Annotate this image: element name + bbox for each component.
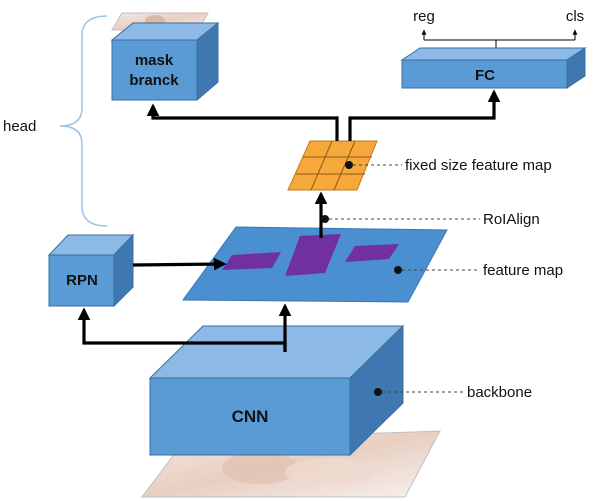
callout-feature-map: feature map [394, 262, 563, 279]
mask-branch-box: mask branck [110, 12, 220, 102]
reg-label: reg [413, 8, 435, 25]
fc-label: FC [475, 67, 495, 84]
fixed-size-feature-map-grid [287, 140, 378, 191]
roi-center [285, 234, 341, 276]
roi-left [222, 252, 281, 270]
cls-label: cls [566, 8, 584, 25]
callout-backbone: backbone [374, 384, 532, 401]
fc-box: FC [400, 47, 587, 89]
mask-branch-label-line1: mask [135, 52, 174, 69]
roi-right [345, 244, 399, 262]
feature-map [182, 226, 448, 303]
roialign-label: RoIAlign [483, 211, 540, 228]
callout-roialign: RoIAlign [321, 211, 540, 228]
cnn-label: CNN [232, 407, 269, 426]
rpn-box: RPN [47, 233, 135, 308]
feature-map-label: feature map [483, 262, 563, 279]
arrow-to-mask-branch [146, 103, 339, 141]
reg-cls-outputs: reg cls [413, 8, 584, 48]
rpn-label: RPN [66, 272, 98, 289]
callout-fixed-size-feature-map: fixed size feature map [345, 157, 552, 174]
head-label: head [3, 118, 36, 135]
cnn-box: CNN [148, 324, 405, 457]
flow-arrows [77, 89, 501, 352]
mask-branch-label-line2: branck [129, 72, 179, 89]
head-brace [59, 15, 108, 227]
fixed-size-feature-map-label: fixed size feature map [405, 157, 552, 174]
backbone-label: backbone [467, 384, 532, 401]
arrow-to-fc [348, 89, 501, 141]
arrow-rpn-to-feature-map [132, 257, 227, 271]
